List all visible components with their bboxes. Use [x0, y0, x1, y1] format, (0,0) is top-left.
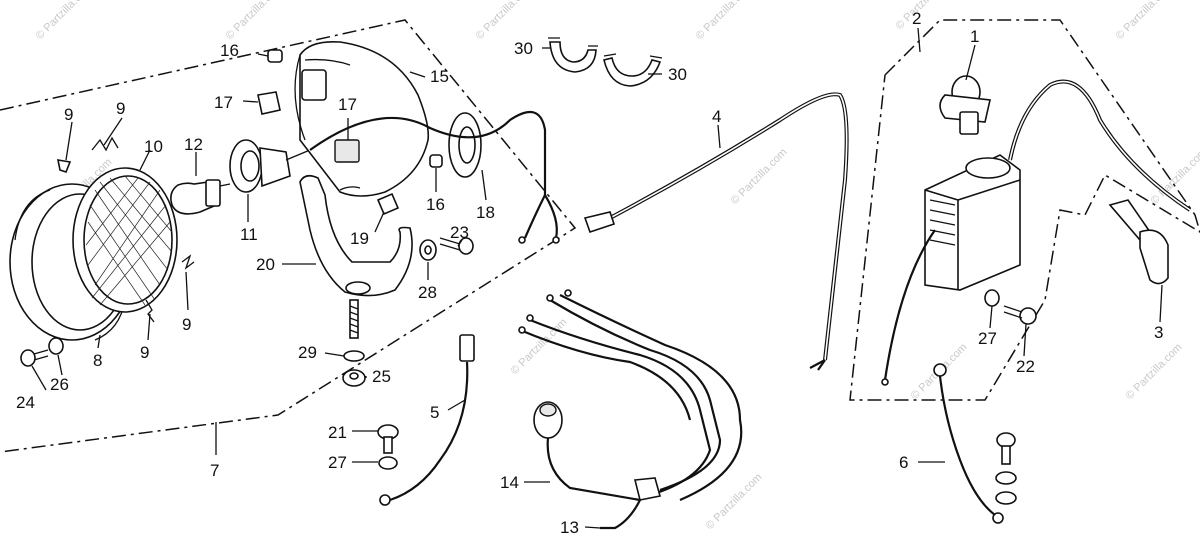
cord-4-connector [583, 211, 616, 234]
headlight-bulb-12 [170, 179, 231, 215]
headlight-harness-wire [309, 110, 547, 195]
band-clamp-30-left [548, 37, 598, 73]
callout-29: 29 [298, 343, 317, 362]
callout-6: 6 [899, 453, 908, 472]
harness-lead-b [544, 194, 558, 239]
callout-9a: 9 [64, 105, 73, 124]
ground-screw-set [995, 432, 1017, 505]
high-tension-cord-4-inner [609, 93, 848, 361]
screw-21 [377, 424, 399, 454]
washer-27-upper [984, 289, 1000, 307]
callout-14: 14 [500, 473, 519, 492]
callout-23: 23 [450, 223, 469, 242]
callout-3: 3 [1154, 323, 1163, 342]
watermark: © Partzilla.com [894, 0, 955, 32]
callout-9d: 9 [140, 343, 149, 362]
high-tension-cord-4 [609, 92, 849, 361]
callout-22: 22 [1016, 357, 1035, 376]
headlight-stay-20 [299, 174, 413, 297]
callout-5: 5 [430, 403, 439, 422]
callout-28: 28 [418, 283, 437, 302]
callout-12: 12 [184, 135, 203, 154]
spring-9 [56, 159, 72, 173]
callout-9c: 9 [182, 315, 191, 334]
grommet-18 [448, 112, 482, 178]
callout-17a: 17 [214, 93, 233, 112]
harness-terminal [518, 236, 526, 244]
leader-lines [31, 27, 1163, 529]
callout-8: 8 [93, 351, 102, 370]
callout-16b: 16 [426, 195, 445, 214]
callout-11: 11 [240, 225, 258, 244]
callout-30a: 30 [514, 39, 533, 58]
spring-9 [181, 254, 195, 270]
spring-9 [145, 299, 155, 323]
bolt-23 [439, 237, 474, 255]
callout-17b: 17 [338, 95, 357, 114]
ignition-switch-14 [533, 401, 641, 502]
harness-lead-a [523, 194, 546, 239]
clip-17 [257, 91, 281, 115]
callout-labels: 1 2 3 4 5 6 7 8 9 9 9 9 10 11 12 13 14 1… [16, 9, 1163, 537]
coil-high-tension-lead-inner [1009, 80, 1191, 211]
bolt-stud [349, 299, 359, 339]
callout-2: 2 [912, 9, 921, 28]
callout-13: 13 [560, 518, 579, 537]
callout-20: 20 [256, 255, 275, 274]
nut-16-lower [429, 154, 443, 168]
watermark: © Partzilla.com [694, 0, 755, 42]
callout-7: 7 [210, 461, 219, 480]
watermark: © Partzilla.com [34, 0, 95, 42]
callout-30b: 30 [668, 65, 687, 84]
watermark: © Partzilla.com [224, 0, 285, 42]
callout-25: 25 [372, 367, 391, 386]
wire-harness-14 [518, 289, 743, 502]
callout-16a: 16 [220, 41, 239, 60]
headlight-lens-unit-10 [72, 167, 178, 313]
spring-9 [91, 136, 119, 152]
washer-29 [343, 350, 365, 362]
watermark: © Partzilla.com [1124, 341, 1185, 402]
screw-24 [20, 349, 49, 367]
callout-26: 26 [50, 375, 69, 394]
harness-terminal [552, 236, 560, 244]
callout-15: 15 [430, 67, 449, 86]
callout-18: 18 [476, 203, 495, 222]
washer-27-lower [378, 456, 398, 470]
callout-9b: 9 [116, 99, 125, 118]
headlight-case-15 [294, 40, 430, 197]
ground-wire-5 [379, 334, 475, 506]
callout-10: 10 [144, 137, 163, 156]
band-clamp-30-right [603, 53, 663, 87]
watermark: © Partzilla.com [509, 316, 570, 377]
bolt-22 [1003, 305, 1037, 325]
spark-plug-cap-3 [1108, 199, 1169, 285]
bulb-socket-11 [229, 139, 311, 193]
coil-lead-terminal [881, 378, 889, 386]
ignition-coil [924, 154, 1021, 291]
callout-21: 21 [328, 423, 347, 442]
watermark: © Partzilla.com [729, 146, 790, 207]
callout-24: 24 [16, 393, 35, 412]
callout-1: 1 [970, 27, 979, 46]
ignition-group-outline [849, 19, 1200, 401]
watermark: © Partzilla.com [704, 471, 765, 532]
cord-4-lead [809, 359, 826, 371]
callout-27a: 27 [978, 329, 997, 348]
callout-27b: 27 [328, 453, 347, 472]
watermark: © Partzilla.com [474, 0, 535, 42]
washer-28 [419, 239, 437, 261]
washer-26 [48, 337, 64, 355]
condenser-1 [939, 75, 991, 135]
callout-4: 4 [712, 107, 721, 126]
callout-19: 19 [350, 229, 369, 248]
coil-lead [883, 229, 936, 381]
ground-cable-6 [933, 363, 1004, 524]
nut-16-upper [267, 49, 283, 63]
nut-25 [342, 369, 366, 387]
clip-19 [376, 192, 400, 216]
watermark: © Partzilla.com [1114, 0, 1175, 42]
connector-13 [600, 477, 662, 530]
